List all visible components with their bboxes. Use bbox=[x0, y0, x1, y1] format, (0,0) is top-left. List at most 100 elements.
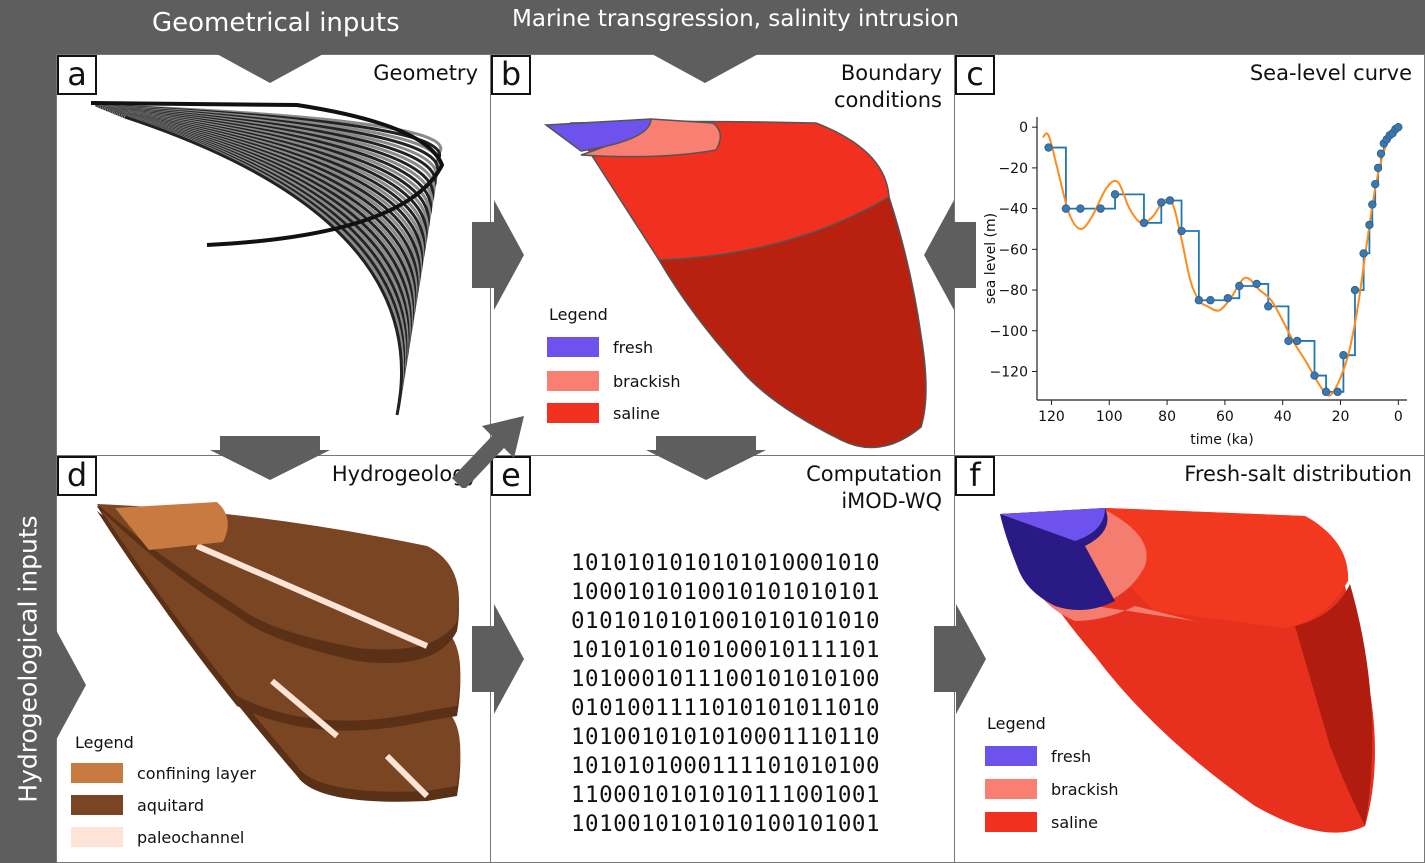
binary-line: 1010101000111101010100 bbox=[571, 753, 881, 779]
binary-line: 0101010101001010101010 bbox=[571, 608, 881, 634]
step-series-point bbox=[1365, 220, 1374, 230]
step-series-point bbox=[1110, 190, 1120, 199]
boundary-conditions-illustration bbox=[543, 118, 927, 449]
x-tick-label: 80 bbox=[1158, 409, 1176, 425]
binary-line: 1010101010100010111101 bbox=[571, 637, 881, 663]
mesh-arc bbox=[124, 115, 403, 416]
panel-f-legend-fresh: fresh bbox=[985, 745, 1091, 767]
binary-line: 1010010101010001110110 bbox=[571, 724, 881, 750]
panel-a-letter: a bbox=[57, 55, 97, 95]
binary-line: 1010001011100101010100 bbox=[571, 666, 881, 692]
panel-d-legend-title: Legend bbox=[75, 733, 134, 752]
panel-b-legend-brackish: brackish bbox=[547, 370, 681, 392]
fresh-top bbox=[1000, 508, 1105, 541]
panel-b-letter: b bbox=[491, 55, 531, 95]
arrow-right-to-computation bbox=[472, 604, 524, 714]
panel-e-letter: e bbox=[491, 456, 531, 496]
panel-f-title: Fresh-salt distribution bbox=[1184, 462, 1412, 486]
panel-f-letter: f bbox=[955, 456, 995, 496]
arrow-down-geometry bbox=[215, 53, 325, 83]
mesh-outline bbox=[90, 101, 445, 247]
panel-f-legend-brackish: brackish bbox=[985, 778, 1119, 800]
x-tick-label: 120 bbox=[1038, 409, 1065, 425]
panel-d-legend-confining: confining layer bbox=[71, 762, 256, 784]
arrow-down-boundary bbox=[650, 53, 760, 83]
panel-b-legend-saline: saline bbox=[547, 402, 660, 424]
panel-d-legend-paleochannel: paleochannel bbox=[71, 826, 244, 848]
binary-line: 1010101010101010001010 bbox=[571, 550, 881, 576]
y-tick-label: −120 bbox=[990, 364, 1028, 380]
step-series-point bbox=[1350, 285, 1360, 295]
step-series-point bbox=[1376, 149, 1386, 158]
x-tick-label: 60 bbox=[1216, 409, 1234, 425]
step-series-point bbox=[1394, 122, 1403, 132]
hydrogeological-inputs-header: Hydrogeological inputs bbox=[13, 515, 43, 803]
panel-d-letter: d bbox=[57, 456, 97, 496]
saline-top-face bbox=[1105, 508, 1349, 628]
binary-line: 1000101010010101010101 bbox=[571, 579, 881, 605]
arrow-right-hydrogeological bbox=[56, 630, 86, 740]
panel-e-title: Computation iMOD-WQ bbox=[806, 462, 942, 513]
panel-geometry: a Geometry bbox=[56, 54, 491, 456]
confining-layer bbox=[115, 502, 228, 550]
panel-a-title: Geometry bbox=[373, 61, 478, 85]
x-tick-label: 0 bbox=[1394, 409, 1403, 425]
y-tick-label: −40 bbox=[998, 202, 1028, 218]
fresh-zone bbox=[543, 118, 652, 152]
step-series-point bbox=[1177, 226, 1186, 236]
step-series-point bbox=[1235, 281, 1244, 291]
panel-c-title: Sea-level curve bbox=[1249, 61, 1412, 85]
step-series-point bbox=[1194, 296, 1204, 305]
step-series-point bbox=[1292, 336, 1302, 346]
marine-transgression-header: Marine transgression, salinity intrusion bbox=[512, 6, 960, 32]
step-series-point bbox=[1321, 387, 1331, 397]
step-series-point bbox=[1310, 371, 1319, 380]
y-tick-label: 0 bbox=[1019, 120, 1028, 136]
panel-c-letter: c bbox=[955, 55, 995, 95]
y-axis-label: sea level (m) bbox=[983, 213, 999, 304]
panel-d-legend-aquitard: aquitard bbox=[71, 794, 204, 816]
y-tick-label: −80 bbox=[998, 283, 1028, 299]
arrow-diagonal-to-boundary bbox=[452, 416, 524, 488]
step-series-point bbox=[1339, 351, 1348, 360]
step-series-point bbox=[1371, 179, 1380, 189]
step-series-point bbox=[1264, 302, 1273, 311]
hydrogeology-illustration bbox=[97, 502, 461, 802]
saline-side-face bbox=[1295, 584, 1373, 826]
step-series-point bbox=[1206, 296, 1215, 305]
smooth-series-line bbox=[1042, 126, 1400, 397]
step-series-point bbox=[1157, 198, 1166, 207]
panel-b-legend-title: Legend bbox=[549, 305, 608, 324]
y-tick-label: −100 bbox=[990, 324, 1028, 340]
arrow-right-to-boundary bbox=[472, 200, 524, 310]
y-tick-label: −60 bbox=[998, 242, 1028, 258]
panel-hydrogeology: d Hydrogeology Legend confining layer aq… bbox=[56, 455, 491, 863]
step-series-point bbox=[1333, 387, 1342, 397]
panel-f-legend-saline: saline bbox=[985, 811, 1098, 833]
panel-f-legend-title: Legend bbox=[987, 714, 1046, 733]
x-tick-label: 100 bbox=[1096, 409, 1123, 425]
step-series-point bbox=[1223, 294, 1232, 303]
arrow-down-to-computation bbox=[646, 436, 766, 480]
step-series-point bbox=[1373, 163, 1383, 173]
step-series-point bbox=[1359, 249, 1368, 258]
panel-computation: e Computation iMOD-WQ 101010101010101000… bbox=[490, 455, 955, 863]
step-series-point bbox=[1044, 143, 1053, 152]
step-series-point bbox=[1165, 196, 1175, 205]
x-tick-label: 40 bbox=[1274, 409, 1292, 425]
binary-block: 1010101010101010001010 10001010100101010… bbox=[571, 549, 880, 839]
step-series-point bbox=[1061, 204, 1071, 213]
arrow-right-to-distribution bbox=[934, 604, 986, 714]
binary-line: 1100010101010111001001 bbox=[571, 782, 881, 808]
geometry-mesh-illustration bbox=[90, 101, 445, 416]
binary-line: 1010010101010100101001 bbox=[571, 811, 881, 837]
step-series-point bbox=[1076, 204, 1085, 213]
step-series-point bbox=[1368, 200, 1377, 209]
step-series-point bbox=[1096, 204, 1105, 213]
panel-fresh-salt-distribution: f Fresh-salt distribution Legend fresh b… bbox=[954, 455, 1425, 863]
geometrical-inputs-header: Geometrical inputs bbox=[152, 8, 400, 38]
arrow-left-to-boundary bbox=[924, 200, 976, 310]
x-tick-label: 20 bbox=[1332, 409, 1350, 425]
